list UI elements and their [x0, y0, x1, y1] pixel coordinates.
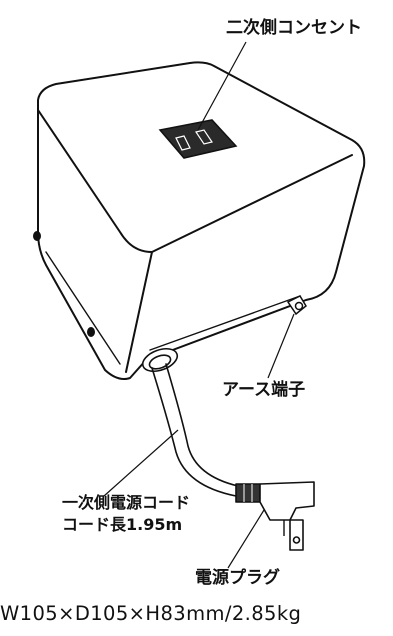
leader-earth-terminal [267, 313, 295, 379]
cord-grommet [141, 347, 179, 373]
earth-terminal-icon [286, 295, 307, 316]
label-earth-terminal: アース端子 [222, 380, 306, 400]
power-plug-icon [235, 481, 315, 551]
leader-power-plug [227, 509, 265, 569]
label-power-plug: 電源プラグ [195, 568, 280, 588]
label-primary-cord: 一次側電源コード [62, 493, 191, 512]
label-cord-length: コード長1.95m [62, 515, 183, 534]
left-bottom-edge [45, 251, 121, 365]
front-edge [125, 251, 153, 373]
power-cord [151, 363, 239, 497]
left-screw-top [33, 231, 41, 241]
label-secondary-outlet: 二次側コンセント [226, 18, 362, 38]
leader-primary-cord [103, 429, 179, 497]
secondary-outlet-icon [158, 119, 238, 159]
transformer-body [37, 61, 366, 380]
leader-secondary-outlet [197, 41, 247, 131]
bottom-right-edge [149, 295, 301, 351]
label-dimensions: W105×D105×H83mm/2.85kg [0, 602, 302, 625]
left-screw-bottom [87, 327, 95, 337]
